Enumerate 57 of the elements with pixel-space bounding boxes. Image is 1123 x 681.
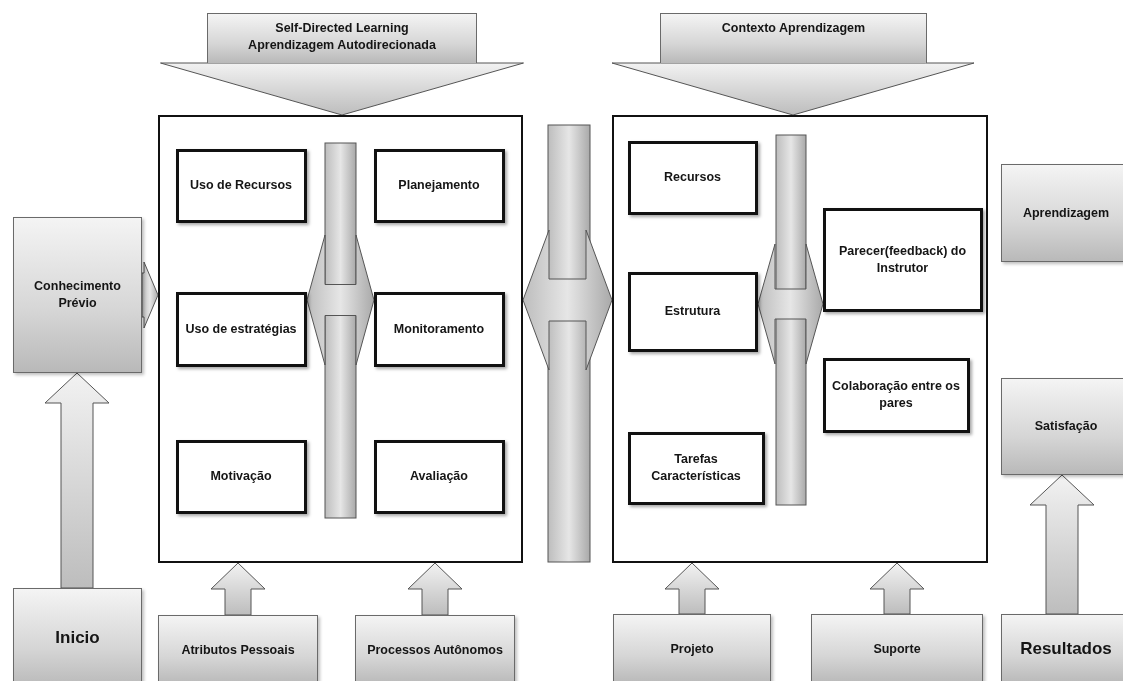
block-arrow [869, 562, 925, 615]
block-arrow [44, 372, 110, 589]
box-label: Aprendizagem Autodirecionada [248, 36, 436, 54]
shaded-box [811, 614, 983, 681]
process-box [175, 148, 307, 223]
shaded-box [1001, 614, 1123, 681]
box-label: Contexto Aprendizagem [721, 20, 866, 37]
block-arrow [664, 562, 720, 615]
box-label: Inicio [55, 626, 100, 649]
block-arrow [210, 562, 266, 616]
group-frame [158, 115, 523, 563]
box-label: Projeto [670, 640, 714, 658]
block-arrow [522, 229, 613, 371]
box-label: Self-Directed Learning [275, 20, 409, 37]
process-box [627, 431, 765, 505]
box-label: Parecer(feedback) do Instrutor [837, 242, 968, 277]
box-label: Estrutura [664, 303, 721, 320]
group-frame [612, 115, 988, 563]
box-label: Avaliação [410, 468, 468, 485]
shaded-box [613, 614, 771, 681]
box-label: Satisfação [1034, 418, 1098, 435]
shaded-box [158, 615, 318, 681]
process-box [373, 291, 505, 367]
box-label: Suporte [873, 640, 921, 658]
box-label: Processos Autônomos [367, 641, 503, 659]
process-box [175, 439, 307, 514]
block-arrow [160, 62, 524, 116]
process-box [822, 207, 983, 312]
box-label: Planejamento [398, 177, 480, 194]
block-arrow [306, 234, 375, 366]
box-label: Atributos Pessoais [181, 641, 295, 659]
shaded-box [355, 615, 515, 681]
process-box [627, 140, 758, 215]
block-arrow [757, 243, 824, 365]
process-box [822, 357, 970, 433]
box-label: Tarefas Características [650, 451, 742, 485]
shaded-box [1001, 164, 1123, 262]
block-arrow [407, 562, 463, 616]
shaded-box [13, 217, 142, 373]
block-arrow [141, 261, 159, 329]
process-box [373, 439, 505, 514]
box-label: Monitoramento [393, 320, 485, 338]
process-box [175, 291, 307, 367]
box-label: Uso de estratégias [185, 320, 297, 338]
box-label: Recursos [664, 169, 721, 186]
block-arrow [611, 62, 975, 116]
box-label: Resultados [1020, 637, 1112, 660]
process-box [373, 148, 505, 223]
box-label: Colaboração entre os pares [831, 378, 961, 412]
shaded-box [13, 588, 142, 681]
box-label: Conhecimento Prévio [33, 278, 122, 312]
block-arrow [1029, 474, 1095, 615]
box-label: Aprendizagem [1022, 204, 1110, 222]
process-box [627, 271, 758, 352]
box-label: Motivação [210, 468, 272, 485]
shaded-box [1001, 378, 1123, 475]
box-label: Uso de Recursos [189, 177, 293, 194]
